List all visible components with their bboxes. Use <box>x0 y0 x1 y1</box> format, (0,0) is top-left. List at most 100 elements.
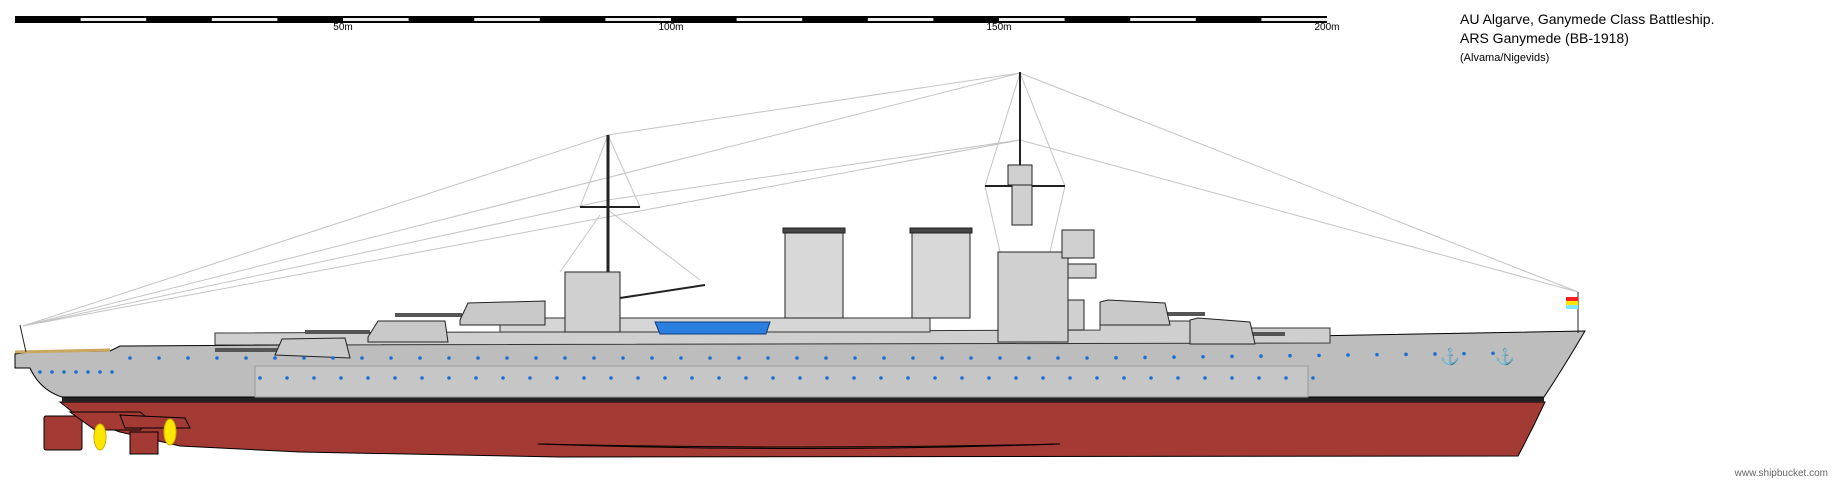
rigging-wire <box>607 72 1021 136</box>
porthole <box>366 376 370 380</box>
rigging-wire <box>22 72 1021 327</box>
armor-belt <box>254 365 1309 398</box>
porthole <box>476 356 480 360</box>
porthole <box>1491 351 1495 356</box>
porthole <box>690 376 694 380</box>
portholes <box>38 351 1495 380</box>
porthole <box>663 376 667 380</box>
porthole <box>302 356 306 360</box>
porthole <box>420 376 424 380</box>
porthole <box>940 356 944 360</box>
funnels <box>782 227 973 319</box>
porthole <box>609 376 613 380</box>
flag-icon <box>1566 297 1578 309</box>
porthole <box>50 370 54 374</box>
porthole <box>86 370 90 374</box>
porthole <box>766 356 770 360</box>
rigging-wire <box>22 139 1021 327</box>
scale-label-100m: 100m <box>658 22 684 33</box>
scale-bar-segment <box>211 18 278 21</box>
porthole <box>1311 376 1315 380</box>
porthole <box>911 356 915 360</box>
porthole <box>1203 376 1207 380</box>
porthole <box>717 376 721 380</box>
porthole <box>960 376 964 380</box>
porthole <box>1149 376 1153 380</box>
porthole <box>62 370 66 374</box>
rigging-wire <box>1019 72 1066 187</box>
scale-bar-segment <box>736 18 803 21</box>
rigging-wire <box>559 214 601 273</box>
scale-bar-segment <box>343 18 409 21</box>
scale-bar-segment <box>605 18 671 21</box>
scale-bar-segment <box>1130 18 1196 21</box>
ensign-staff <box>19 324 27 353</box>
porthole <box>393 376 397 380</box>
porthole <box>1284 376 1288 380</box>
scale-bar <box>15 16 1327 23</box>
bridge <box>997 251 1069 343</box>
porthole <box>389 356 393 360</box>
porthole <box>157 356 161 360</box>
porthole <box>98 370 102 374</box>
rigging-wire <box>607 134 641 208</box>
porthole <box>186 356 190 360</box>
porthole <box>1346 353 1350 357</box>
porthole <box>244 356 248 360</box>
porthole <box>74 370 78 374</box>
ship-class-title: AU Algarve, Ganymede Class Battleship. <box>1460 11 1715 27</box>
porthole <box>312 376 316 380</box>
porthole <box>1068 376 1072 380</box>
porthole <box>128 356 132 360</box>
porthole <box>1230 354 1234 359</box>
turret-a <box>1189 317 1285 345</box>
porthole <box>273 356 277 360</box>
porthole <box>852 376 856 380</box>
porthole <box>798 376 802 380</box>
masts <box>564 72 1097 343</box>
scale-label-200m: 200m <box>1314 22 1340 33</box>
turret-x <box>305 320 449 343</box>
turret-y <box>215 337 351 359</box>
porthole <box>1085 356 1089 360</box>
rigging-wire <box>1049 185 1066 253</box>
porthole <box>447 376 451 380</box>
rigging-wire <box>1019 72 1579 293</box>
porthole <box>534 356 538 360</box>
porthole <box>795 356 799 360</box>
funnel-fore <box>911 229 971 319</box>
porthole <box>1257 376 1261 380</box>
porthole <box>38 370 42 374</box>
scale-label-50m: 50m <box>333 22 353 33</box>
porthole <box>555 376 559 380</box>
porthole <box>1172 355 1176 359</box>
porthole <box>331 356 335 360</box>
rigging-wire <box>607 139 1021 201</box>
turret-b <box>1099 299 1205 326</box>
porthole <box>258 376 262 380</box>
porthole <box>650 356 654 360</box>
scale-bar-segment <box>999 18 1065 21</box>
anchor-icon: ⚓ <box>1440 347 1460 366</box>
rigging-wire <box>22 134 609 327</box>
porthole <box>1259 354 1263 358</box>
scale-bar-segment <box>80 18 147 21</box>
porthole <box>215 356 219 360</box>
porthole <box>879 376 883 380</box>
porthole <box>621 356 625 360</box>
rigging-wire <box>984 185 1001 253</box>
rigging-wire <box>22 199 609 327</box>
porthole <box>1114 356 1118 360</box>
porthole <box>708 356 712 360</box>
porthole <box>1230 376 1234 380</box>
porthole <box>501 376 505 380</box>
porthole <box>771 376 775 380</box>
porthole <box>1288 353 1292 358</box>
rigging-wire <box>984 72 1021 187</box>
porthole <box>1143 355 1147 360</box>
porthole <box>1122 376 1126 380</box>
scale-bar-segment <box>867 18 934 21</box>
porthole <box>582 376 586 380</box>
porthole <box>1404 352 1408 357</box>
porthole <box>1176 376 1180 380</box>
